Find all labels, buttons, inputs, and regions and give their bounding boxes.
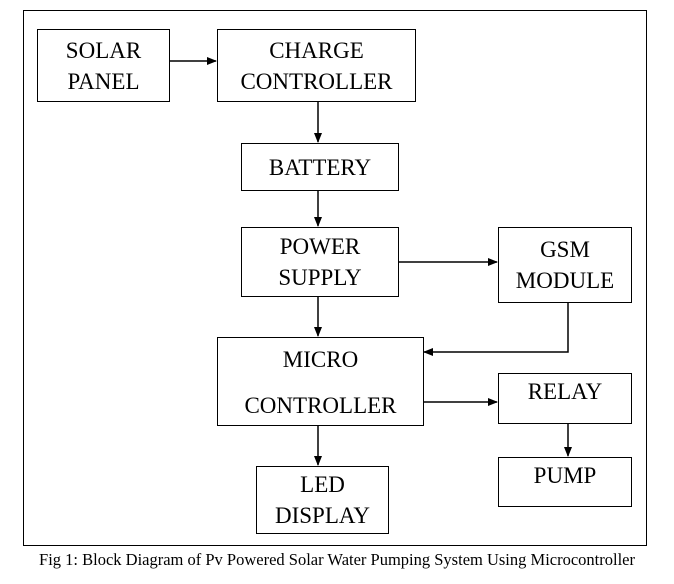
led-display-label-line2: DISPLAY	[274, 503, 370, 528]
battery-block: BATTERY	[241, 143, 399, 191]
solar-panel-label-line2: PANEL	[67, 68, 140, 94]
relay-label: RELAY	[527, 379, 603, 404]
gsm-module-label-line2: MODULE	[515, 268, 615, 293]
microcontroller-block: MICRO CONTROLLER	[217, 337, 424, 426]
battery-label: BATTERY	[268, 154, 372, 180]
pump-label: PUMP	[533, 463, 597, 488]
charge-controller-block: CHARGE CONTROLLER	[217, 29, 416, 102]
charge-controller-label-line2: CONTROLLER	[240, 68, 393, 94]
figure-caption: Fig 1: Block Diagram of Pv Powered Solar…	[39, 550, 635, 569]
charge-controller-label-line1: CHARGE	[269, 37, 364, 63]
power-supply-block: POWER SUPPLY	[241, 227, 399, 297]
power-supply-label-line2: SUPPLY	[278, 265, 362, 290]
solar-panel-block: SOLAR PANEL	[37, 29, 170, 102]
power-supply-label-line1: POWER	[279, 234, 361, 259]
led-display-block: LED DISPLAY	[256, 466, 389, 534]
relay-block: RELAY	[498, 373, 632, 424]
microcontroller-label-line2: CONTROLLER	[244, 393, 397, 418]
microcontroller-label-line1: MICRO	[282, 347, 359, 372]
gsm-module-block: GSM MODULE	[498, 227, 632, 303]
solar-panel-label-line1: SOLAR	[65, 37, 142, 63]
led-display-label-line1: LED	[300, 472, 345, 497]
pump-block: PUMP	[498, 457, 632, 507]
diagram-frame	[23, 10, 647, 546]
gsm-module-label-line1: GSM	[540, 237, 590, 262]
